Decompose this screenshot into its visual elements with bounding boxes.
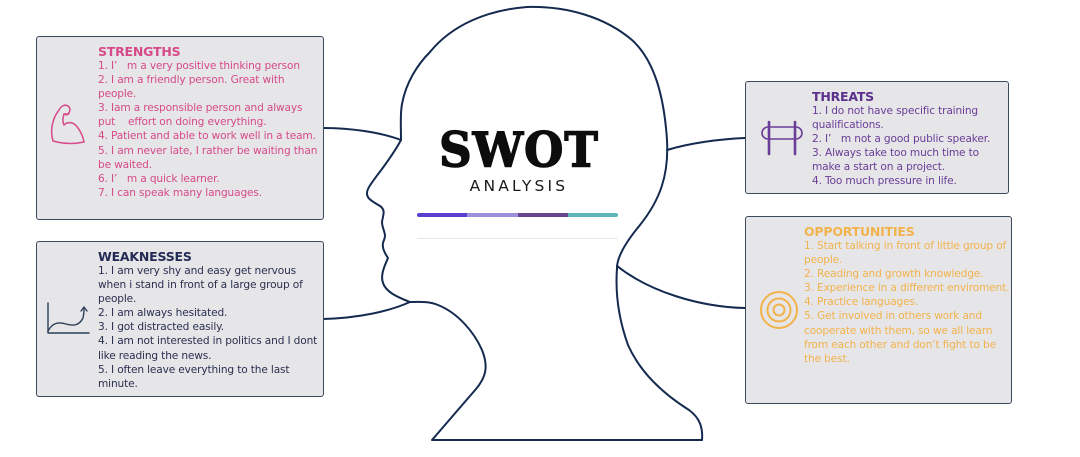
swot-title-block: SWOT ANALYSIS — [412, 122, 626, 195]
list-item: 4. I am not interested in politics and I… — [98, 335, 321, 362]
growth-curve-chart-icon — [47, 302, 90, 334]
list-item: 3. Iam a responsible person and always p… — [98, 102, 306, 129]
target-icon — [760, 291, 798, 329]
opportunities-list: 1. Start talking in front of little grou… — [804, 239, 1010, 366]
color-bar-segment-3 — [517, 213, 568, 217]
color-accent-bar — [417, 213, 618, 217]
list-item: 5. I am never late, I rather be waiting … — [98, 144, 321, 171]
list-item: 2. I am a friendly person. Great with pe… — [98, 74, 288, 101]
weaknesses-box: WEAKNESSES 1. I am very shy and easy get… — [36, 241, 324, 397]
threats-content: THREATS 1. I do not have specific traini… — [812, 89, 1008, 189]
swot-title: SWOT — [438, 122, 599, 179]
opportunities-connector — [616, 265, 746, 309]
list-item: 1. I do not have specific training quali… — [812, 105, 982, 132]
list-item: 3. I got distracted easily. — [98, 321, 224, 334]
divider-rule — [417, 238, 618, 239]
opportunities-title: OPPORTUNITIES — [804, 224, 915, 239]
list-item: 4. Too much pressure in life. — [812, 175, 957, 188]
color-bar-segment-4 — [567, 213, 618, 217]
list-item: 1. Start talking in front of little grou… — [804, 240, 1010, 267]
threats-box: THREATS 1. I do not have specific traini… — [745, 81, 1009, 194]
strengths-content: STRENGTHS 1. I’ m a very positive thinki… — [98, 44, 320, 200]
opportunities-content: OPPORTUNITIES 1. Start talking in front … — [804, 224, 1010, 366]
strengths-title: STRENGTHS — [98, 44, 181, 59]
hurdle-barrier-icon — [761, 120, 803, 156]
color-bar-segment-2 — [467, 213, 518, 217]
flexed-bicep-icon — [50, 104, 85, 145]
list-item: 5. I often leave everything to the last … — [98, 363, 293, 390]
threats-list: 1. I do not have specific training quali… — [812, 104, 1008, 189]
strengths-box: STRENGTHS 1. I’ m a very positive thinki… — [36, 36, 324, 220]
threats-connector — [666, 137, 746, 151]
list-item: 5. Get involved in others work and coope… — [804, 310, 1000, 365]
weaknesses-content: WEAKNESSES 1. I am very shy and easy get… — [98, 249, 322, 391]
list-item: 3. Always take too much time to make a s… — [812, 147, 983, 174]
threats-title: THREATS — [812, 89, 874, 104]
strengths-list: 1. I’ m a very positive thinking person … — [98, 59, 320, 200]
list-item: 3. Experience in a different enviroment. — [804, 282, 1010, 295]
list-item: 7. I can speak many languages. — [98, 186, 262, 199]
weaknesses-list: 1. I am very shy and easy get nervous wh… — [98, 264, 322, 391]
list-item: 2. I’ m not a good public speaker. — [812, 133, 991, 146]
list-item: 4. Patient and able to work well in a te… — [98, 130, 316, 143]
weaknesses-connector — [322, 301, 411, 320]
list-item: 1. I am very shy and easy get nervous wh… — [98, 265, 306, 306]
swot-subtitle: ANALYSIS — [469, 177, 569, 195]
list-item: 1. I’ m a very positive thinking person — [98, 60, 300, 72]
list-item: 2. Reading and growth knowledge. — [804, 268, 984, 281]
list-item: 6. I’ m a quick learner. — [98, 172, 220, 185]
list-item: 2. I am always hesitated. — [98, 307, 228, 320]
list-item: 4. Practice languages. — [804, 296, 919, 309]
opportunities-box: OPPORTUNITIES 1. Start talking in front … — [745, 216, 1012, 404]
weaknesses-title: WEAKNESSES — [98, 249, 192, 264]
strengths-connector — [322, 127, 402, 141]
color-bar-segment-1 — [417, 213, 468, 217]
